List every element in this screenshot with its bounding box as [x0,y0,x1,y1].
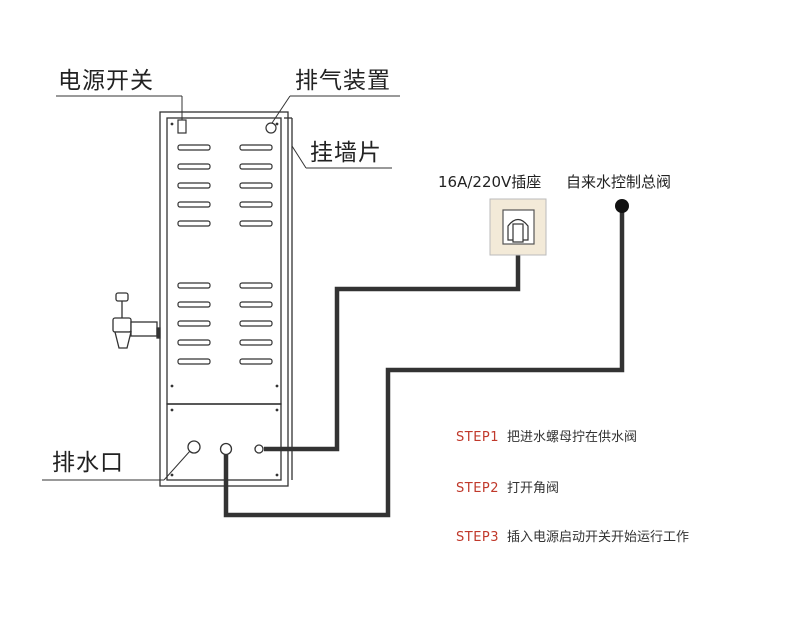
power-cable [264,246,521,452]
label-wall-bracket: 挂墙片 [310,140,382,166]
step-text: 插入电源启动开关开始运行工作 [507,530,690,545]
step-text: 把进水螺母拧在供水阀 [507,430,638,445]
label-exhaust: 排气装置 [295,68,391,94]
vent-louvers [177,144,273,365]
faucet[interactable] [112,292,161,349]
label-power-switch: 电源开关 [58,68,154,94]
step-tag: STEP1 [456,430,500,445]
power-switch[interactable] [177,119,187,134]
socket[interactable] [489,198,547,256]
label-main-valve: 自来水控制总阀 [566,173,672,191]
bottom-ports [187,440,264,456]
label-socket: 16A/220V插座 [438,173,542,191]
step-2: STEP2 打开角阀 [456,482,559,495]
drain-port [187,440,201,454]
label-drain: 排水口 [52,450,124,476]
step-tag: STEP2 [456,481,500,496]
main-valve[interactable] [615,199,629,213]
screws [170,122,279,477]
power-outlet-port [254,444,264,454]
step-1: STEP1 把进水螺母拧在供水阀 [456,431,637,444]
step-3: STEP3 插入电源启动开关开始运行工作 [456,531,689,544]
inlet-port [219,442,233,456]
exhaust-vent [265,122,277,134]
water-pipe [223,206,625,518]
step-text: 打开角阀 [507,481,560,496]
step-tag: STEP3 [456,530,500,545]
water-boiler [159,111,293,487]
leader-lines [42,95,400,481]
